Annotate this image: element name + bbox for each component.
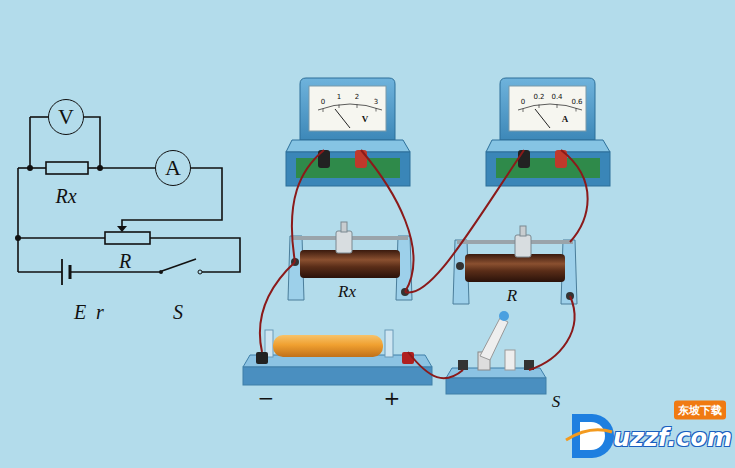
dial-unit: V (362, 114, 369, 124)
part-label: S (552, 392, 561, 412)
ammeter-symbol: A (155, 150, 191, 186)
scale-number: 0 (521, 98, 525, 106)
watermark-logo (566, 414, 614, 458)
connecting-wires (260, 150, 588, 378)
scale-number: 2 (355, 93, 359, 101)
internal-resistance-label: r (96, 301, 104, 324)
dial-unit: A (562, 114, 569, 124)
battery (243, 330, 432, 385)
rheostat-label: R (119, 250, 131, 273)
meter-letter: A (165, 157, 181, 179)
scale-number: 0.2 (533, 93, 544, 101)
battery-symbol (61, 259, 63, 285)
watermark: uzzf.com (613, 424, 732, 452)
switch (446, 311, 546, 394)
voltmeter (286, 78, 410, 186)
scale-number: 0.4 (551, 93, 562, 101)
junction-dots (15, 165, 103, 241)
rheostat-symbol (105, 232, 150, 244)
schematic-wires (18, 117, 240, 272)
switch-label: S (173, 301, 183, 324)
scale-number: 1 (337, 93, 341, 101)
terminal-sign: − (258, 386, 275, 410)
resistor-symbol (46, 162, 88, 174)
watermark-badge: 东坡下载 (674, 401, 726, 420)
emf-label: E (74, 301, 86, 324)
terminal-sign: + (384, 386, 401, 410)
switch-symbol (159, 270, 163, 274)
slider-arrow (117, 226, 127, 232)
ammeter (486, 78, 610, 186)
part-label: R (507, 286, 517, 306)
voltmeter-symbol: V (48, 99, 84, 135)
battery-symbol (69, 265, 72, 279)
scale-number: 0.6 (571, 98, 582, 106)
circuit-wire (84, 117, 155, 168)
meter-letter: V (58, 106, 74, 128)
switch-symbol (198, 270, 202, 274)
scale-number: 0 (321, 98, 325, 106)
part-label: Rx (338, 282, 356, 302)
scale-number: 3 (374, 98, 378, 106)
resistor-label: Rx (55, 185, 76, 208)
